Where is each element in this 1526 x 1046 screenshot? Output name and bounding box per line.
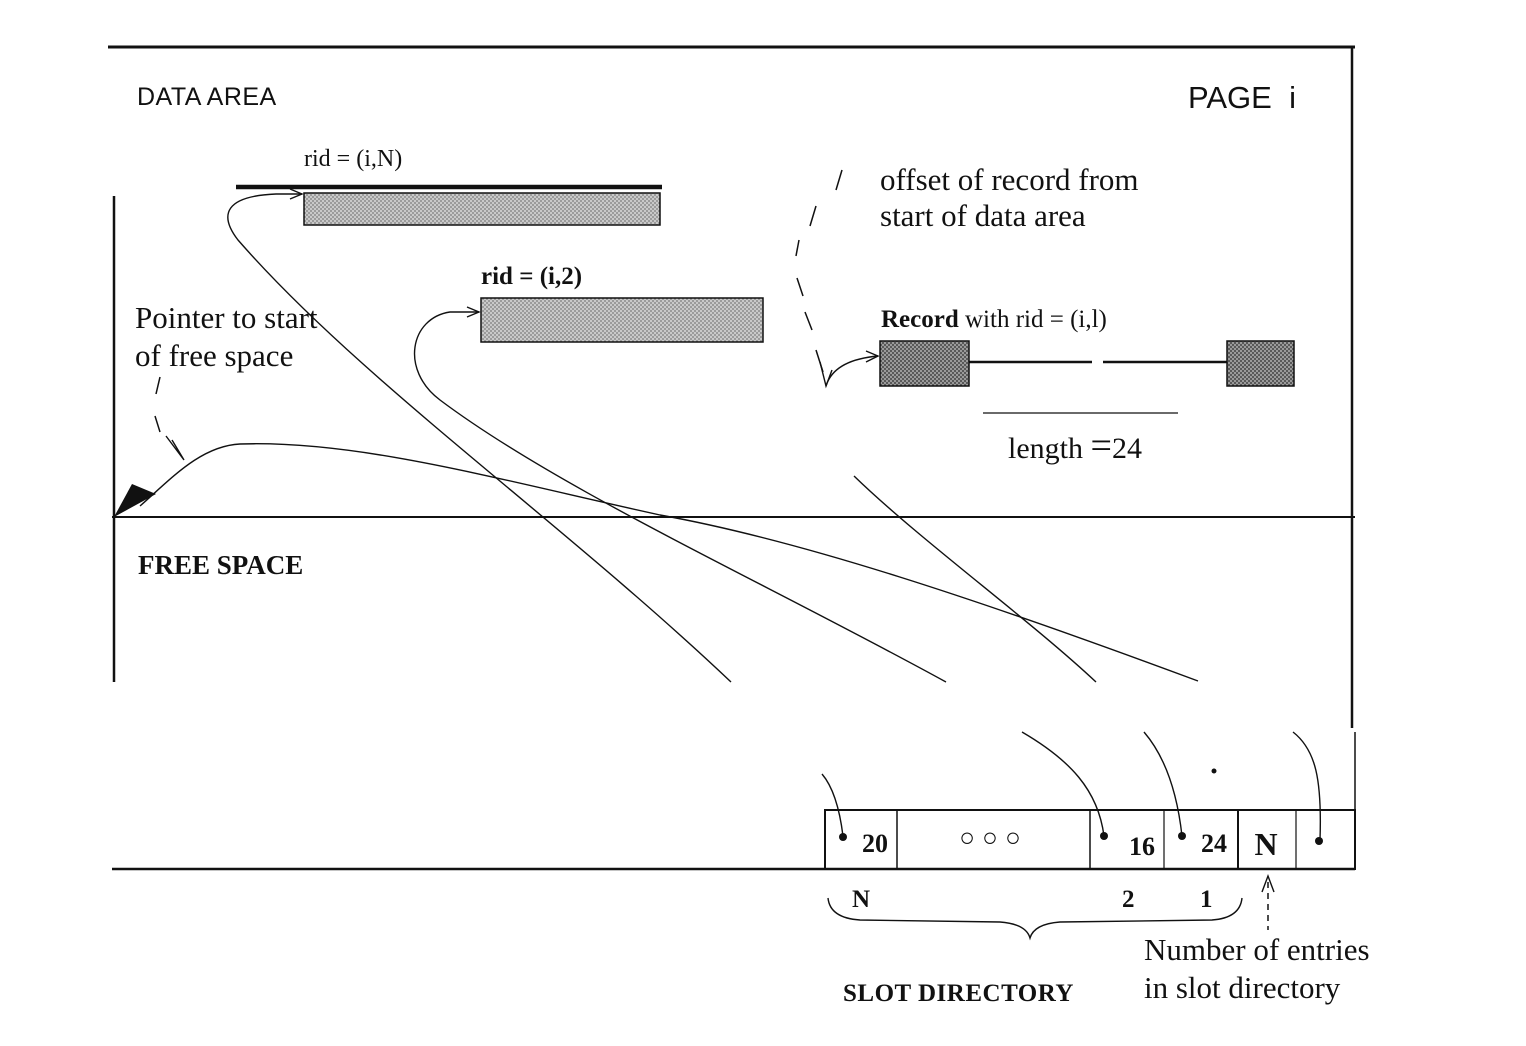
offset-label-line2: start of data area <box>880 198 1086 233</box>
slot-entry-n-offset: 20 <box>862 829 888 858</box>
slot-entry-n: 20 <box>839 829 888 858</box>
offset-annotation: offset of record from start of data area <box>795 162 1139 389</box>
length-label: length =24 <box>1008 425 1142 467</box>
slot-directory-label: SLOT DIRECTORY <box>843 980 1074 1007</box>
entry-count-annotation: Number of entries in slot directory <box>1144 874 1370 1005</box>
rid-2-label: rid = (i,2) <box>481 263 582 290</box>
entries-label-line1: Number of entries <box>1144 932 1370 967</box>
slot-entry-1: 24 <box>1178 829 1227 858</box>
record-i-1-start-block <box>879 340 970 387</box>
free-space-pointer-annotation: Pointer to start of free space <box>135 300 318 461</box>
pointer-label-line1: Pointer to start <box>135 300 318 335</box>
page-label: PAGE i <box>1188 80 1296 115</box>
rid-n-label: rid = (i,N) <box>304 146 402 172</box>
record-i-2-block <box>480 297 764 343</box>
pointer-label-line2: of free space <box>135 338 293 373</box>
record-i-2: rid = (i,2) <box>480 263 764 343</box>
record-i-1-end-block <box>1226 340 1295 387</box>
free-space-arrowhead <box>114 484 156 517</box>
slot-2-pointer-curve <box>413 311 947 683</box>
free-space-pointer-curve <box>139 443 1199 682</box>
slot-count-value: N <box>1254 826 1277 862</box>
free-space-label: FREE SPACE <box>138 550 303 580</box>
slot-index-n: N <box>852 886 870 913</box>
slot-ellipsis: ○ ○ ○ <box>959 822 1021 852</box>
free-space-pointer-dot <box>1315 837 1323 845</box>
pointer-curves <box>114 188 1322 841</box>
offset-label-line1: offset of record from <box>880 162 1139 197</box>
data-area-label: DATA AREA <box>137 83 277 111</box>
slot-index-1: 1 <box>1200 886 1213 913</box>
slot-entry-n-dot <box>839 833 847 841</box>
slot-directory: 20 ○ ○ ○ 16 24 N N 2 1 SLOT DIRECTORY <box>824 809 1356 1007</box>
slot-entry-1-dot <box>1178 832 1186 840</box>
record-i-n: rid = (i,N) <box>236 146 662 226</box>
slot-directory-brace <box>827 897 1243 941</box>
record-i-1: Record with rid = (i,l) length =24 <box>879 306 1295 467</box>
slot-index-2: 2 <box>1122 886 1135 913</box>
record-i-1-label: Record with rid = (i,l) <box>881 306 1107 333</box>
slot-entry-1-offset: 24 <box>1201 829 1227 858</box>
slot-entry-2-dot <box>1100 832 1108 840</box>
slot-entry-2-offset: 16 <box>1129 832 1155 861</box>
slot-n-pointer-curve <box>227 193 732 683</box>
entries-label-line2: in slot directory <box>1144 970 1341 1005</box>
page-frame <box>108 45 1356 871</box>
record-i-n-block <box>303 192 661 226</box>
slot-1-pointer-curve <box>853 475 1097 683</box>
slot-entry-2: 16 <box>1100 832 1155 861</box>
